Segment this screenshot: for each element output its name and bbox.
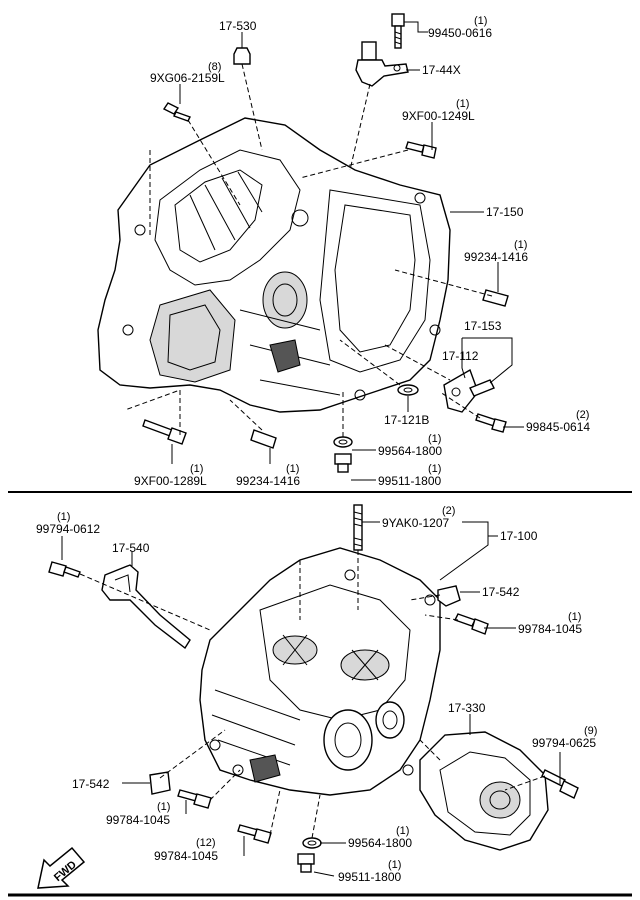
qty-99511-1800-upper: (1) <box>428 463 441 475</box>
label-99511-1800-lower: 99511-1800 <box>338 870 401 884</box>
bolt-99794-0612 <box>48 561 81 578</box>
plate-17-112 <box>443 368 495 413</box>
cover-17-330 <box>419 731 549 851</box>
label-17-542-lower: 17-542 <box>72 777 110 791</box>
label-9xf00-1249l: 9XF00-1249L <box>402 109 475 123</box>
qty-99234-1416-right: (1) <box>514 239 527 251</box>
clip-17-542-upper <box>437 585 461 607</box>
bolt-99784-1045-lower-b <box>237 824 272 844</box>
label-99450-0616: 99450-0616 <box>428 26 492 40</box>
qty-9xf00-1249l: (1) <box>456 98 469 110</box>
label-99794-0625: 99794-0625 <box>532 736 596 750</box>
label-17-44x: 17-44X <box>422 63 461 77</box>
qty-99564-1800-upper: (1) <box>428 433 441 445</box>
bolt-9xf00-1289l <box>142 419 187 445</box>
qty-99784-1045-lower-b: (12) <box>196 837 216 849</box>
label-17-330: 17-330 <box>448 701 486 715</box>
label-99784-1045-lower-b: 99784-1045 <box>154 849 218 863</box>
qty-99794-0612: (1) <box>57 511 70 523</box>
label-17-153: 17-153 <box>464 319 502 333</box>
bolt-99784-1045-lower-a <box>177 789 212 809</box>
pin-99234-1416-right <box>482 289 509 307</box>
fwd-arrow-icon: FWD <box>37 846 86 889</box>
qty-99511-1800-lower: (1) <box>388 859 401 871</box>
qty-9xf00-1289l: (1) <box>190 463 203 475</box>
plug-99511-1800-lower <box>297 853 315 873</box>
label-9xg06-2159l: 9XG06-2159L <box>150 71 225 85</box>
label-17-530: 17-530 <box>219 19 257 33</box>
label-17-542-upper: 17-542 <box>482 585 520 599</box>
qty-99564-1800-lower: (1) <box>396 825 409 837</box>
bracket-17-540 <box>101 564 191 650</box>
plug-17-530 <box>233 47 251 65</box>
label-99784-1045-right: 99784-1045 <box>518 622 582 636</box>
label-99564-1800-lower: 99564-1800 <box>348 836 412 850</box>
transaxle-case-17-100 <box>199 547 441 796</box>
label-99784-1045-lower-a: 99784-1045 <box>106 813 170 827</box>
bolt-9xg06-2159l <box>162 102 191 122</box>
label-17-100: 17-100 <box>500 529 538 543</box>
washer-99564-1800-lower <box>302 837 322 849</box>
bolt-99784-1045-right <box>454 613 489 635</box>
label-17-150: 17-150 <box>486 205 524 219</box>
label-9yak0-1207: 9YAK0-1207 <box>382 516 449 530</box>
label-17-540: 17-540 <box>112 541 150 555</box>
label-99564-1800-upper: 99564-1800 <box>378 444 442 458</box>
label-9xf00-1289l: 9XF00-1289L <box>134 474 207 488</box>
pin-99234-1416-lower <box>250 429 277 449</box>
leader-lines <box>61 21 561 877</box>
plug-99511-1800-upper <box>334 453 352 473</box>
bolt-99794-0625 <box>541 769 579 799</box>
label-17-112: 17-112 <box>442 349 479 363</box>
qty-99794-0625: (9) <box>584 725 597 737</box>
clip-17-542-lower <box>149 771 171 795</box>
label-17-121b: 17-121B <box>384 413 429 427</box>
qty-99784-1045-lower-a: (1) <box>157 801 170 813</box>
clutch-housing-17-150 <box>97 117 451 413</box>
qty-99784-1045-right: (1) <box>568 611 581 623</box>
stud-9yak0-1207 <box>353 504 363 551</box>
switch-17-44x <box>355 41 409 87</box>
label-99234-1416-lower: 99234-1416 <box>236 474 300 488</box>
qty-99450-0616: (1) <box>474 15 487 27</box>
label-99794-0612: 99794-0612 <box>36 522 100 536</box>
washer-17-121b <box>397 384 419 396</box>
qty-99845-0614: (2) <box>576 409 589 421</box>
label-99234-1416-right: 99234-1416 <box>464 250 528 264</box>
qty-9yak0-1207: (2) <box>442 505 455 517</box>
qty-99234-1416-lower: (1) <box>286 463 299 475</box>
bolt-99450-0616 <box>391 13 405 49</box>
label-99845-0614: 99845-0614 <box>526 420 590 434</box>
label-99511-1800-upper: 99511-1800 <box>378 474 441 488</box>
bolt-99845-0614 <box>475 413 507 433</box>
washer-99564-1800-upper <box>333 436 353 448</box>
qty-9xg06-2159l: (8) <box>208 61 221 73</box>
